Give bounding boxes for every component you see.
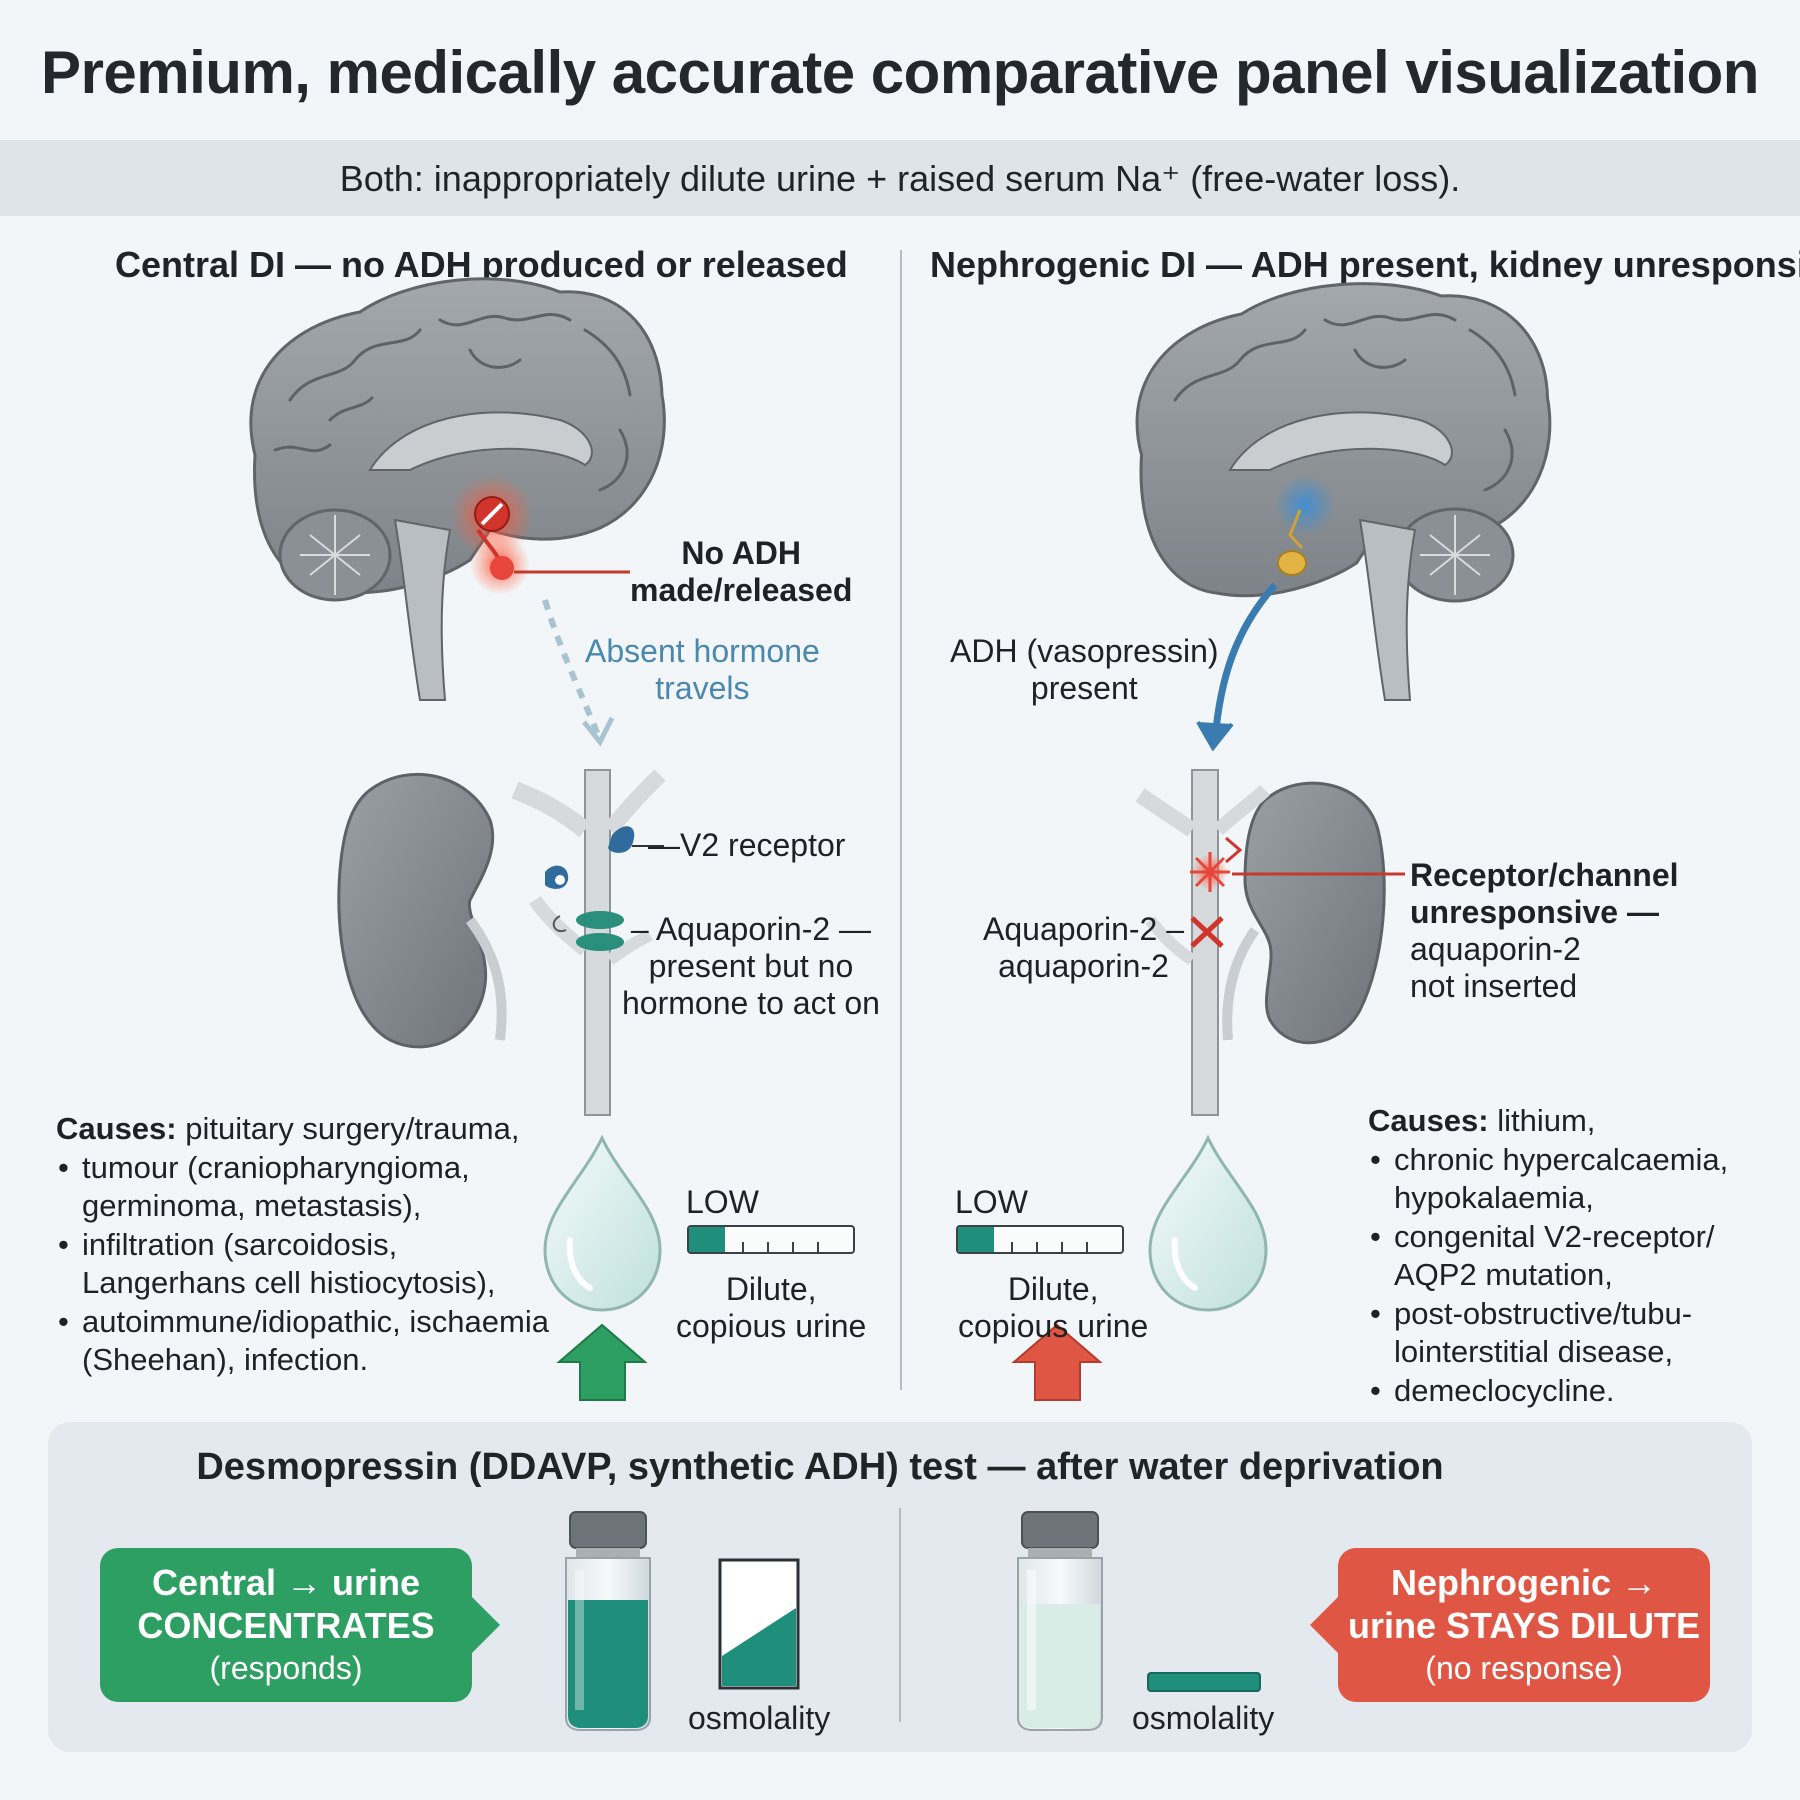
nephrogenic-cause-item: post-obstructive/tubu- lointerstitial di… [1368, 1295, 1748, 1372]
central-callout-pointer [472, 1597, 500, 1653]
central-cause-item: tumour (craniopharyngioma, germinoma, me… [56, 1149, 556, 1226]
nephrogenic-low-label: LOW [955, 1184, 1028, 1220]
nephrogenic-cause-item: congenital V2-receptor/ AQP2 mutation, [1368, 1218, 1748, 1295]
central-causes: Causes: pituitary surgery/trauma, tumour… [56, 1110, 556, 1380]
nephrogenic-osmolality-label: osmolality [1132, 1700, 1275, 1736]
nephrogenic-aquaporin-label: Aquaporin-2 –aquaporin-2 [983, 911, 1185, 984]
central-result-callout: Central → urine CONCENTRATES (responds) [100, 1548, 472, 1702]
page-subtitle: Both: inappropriately dilute urine + rai… [339, 158, 1461, 199]
adh-present-label: ADH (vasopressin)present [950, 633, 1219, 706]
receptor-unresponsive-label: Receptor/channel unresponsive — aquapori… [1410, 857, 1679, 1004]
adh-arrow [1211, 582, 1278, 741]
central-tubule-icon [511, 769, 666, 1116]
panel-divider [900, 250, 902, 1390]
nephrogenic-cause-item: demeclocycline. [1368, 1372, 1748, 1411]
central-osmolality-label: osmolality [688, 1700, 831, 1736]
central-urine-label: Dilute,copious urine [676, 1271, 867, 1344]
nephrogenic-brain-icon [1135, 282, 1552, 701]
central-cause-item: infiltration (sarcoidosis, Langerhans ce… [56, 1226, 556, 1303]
central-vial-icon [565, 1511, 651, 1731]
nephrogenic-osmolality-scale [956, 1225, 1124, 1254]
nephrogenic-result-callout: Nephrogenic → urine STAYS DILUTE (no res… [1338, 1548, 1710, 1702]
central-up-arrow-icon [556, 1323, 648, 1401]
test-title: Desmopressin (DDAVP, synthetic ADH) test… [196, 1446, 1444, 1488]
nephrogenic-kidney-icon [1222, 781, 1386, 1045]
central-osmolality-scale [687, 1225, 855, 1254]
central-kidney-icon [337, 773, 507, 1049]
central-osmolality-gauge [718, 1558, 800, 1690]
nephrogenic-cause-item: chronic hypercalcaemia, hypokalaemia, [1368, 1141, 1748, 1218]
nephrogenic-callout-pointer [1310, 1597, 1338, 1653]
nephrogenic-osmolality-gauge [1147, 1672, 1261, 1692]
nephrogenic-causes: Causes: lithium, chronic hypercalcaemia,… [1368, 1102, 1748, 1410]
nephrogenic-urine-label: Dilute,copious urine [958, 1271, 1149, 1344]
central-low-label: LOW [686, 1184, 759, 1220]
nephrogenic-up-arrow-icon [1011, 1323, 1103, 1401]
nephrogenic-tubule-icon [1135, 769, 1270, 1116]
nephrogenic-vial-icon [1017, 1511, 1103, 1731]
central-cause-item: autoimmune/idiopathic, ischaemia (Sheeha… [56, 1303, 556, 1380]
page-title: Premium, medically accurate comparative … [41, 39, 1759, 106]
v2-receptor-label: —V2 receptor [648, 827, 846, 863]
nephrogenic-heading: Nephrogenic DI — ADH present, kidney unr… [930, 244, 1800, 285]
central-brain-icon [249, 277, 666, 701]
subtitle-band [0, 140, 1800, 216]
